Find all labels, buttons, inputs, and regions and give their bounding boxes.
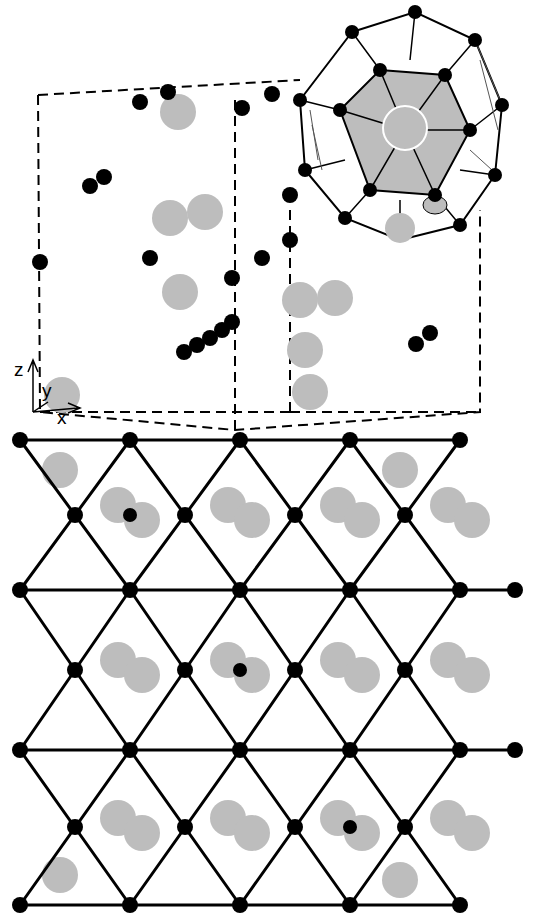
y-axis xyxy=(33,402,48,412)
gray-atom xyxy=(292,374,328,410)
icosahedron xyxy=(293,5,509,243)
center-atom xyxy=(383,106,427,150)
gray-atom xyxy=(162,274,198,310)
hatching xyxy=(310,40,500,170)
axis-label: z xyxy=(14,360,24,379)
z-axis xyxy=(28,360,38,412)
axis-label: x xyxy=(57,408,67,427)
gray-atom xyxy=(317,280,353,316)
cell-edges xyxy=(38,80,480,430)
shell-edges xyxy=(300,12,502,240)
axis-label: y xyxy=(42,381,52,400)
black-atoms-top xyxy=(32,84,438,360)
gray-atom xyxy=(385,213,415,243)
outer-shell xyxy=(300,12,502,240)
inner-edges xyxy=(340,70,470,195)
unit-cell xyxy=(38,80,480,430)
black-atoms-lattice xyxy=(12,432,523,913)
gray-atom xyxy=(282,282,318,318)
inner-faces xyxy=(340,70,470,195)
gray-atoms-lattice xyxy=(42,452,490,898)
x-axis xyxy=(33,403,80,413)
lattice-bonds xyxy=(20,440,515,905)
axes xyxy=(28,360,80,413)
gray-atom xyxy=(152,200,188,236)
gray-atom xyxy=(187,194,223,230)
shell-atoms xyxy=(293,5,509,232)
gray-atom xyxy=(287,332,323,368)
